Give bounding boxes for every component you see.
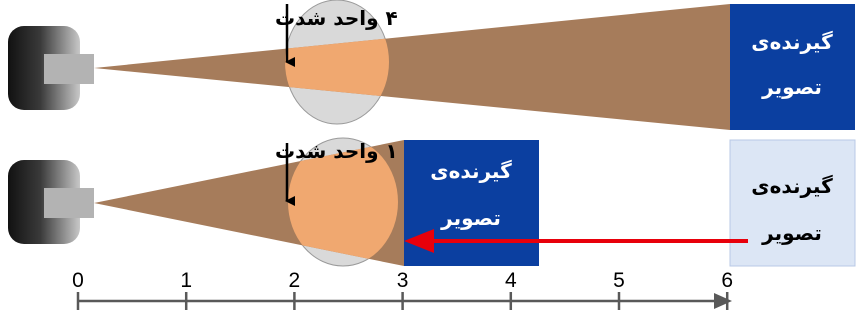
axis-arrowhead: [714, 293, 732, 309]
axis-tick-label: 1: [180, 269, 192, 292]
top-intensity-label: ۴ واحد شدت: [275, 6, 398, 30]
top-image-receiver: [730, 4, 855, 130]
axis-tick-label: 0: [72, 269, 84, 292]
axis-tick-label: 3: [397, 269, 409, 292]
ghost-image-receiver: [729, 139, 856, 267]
ghost-receiver-label-1: گیرنده‌ی: [751, 174, 833, 198]
distance-axis: 0 1 2 3 4 5 6: [72, 269, 733, 310]
axis-tick-label: 2: [289, 269, 301, 292]
bottom-lens-overlap: [288, 140, 398, 266]
axis-tick-label: 6: [721, 269, 733, 292]
axis-tick-label: 4: [505, 269, 517, 292]
bottom-receiver-label-2: تصویر: [440, 206, 501, 230]
top-light-source: [8, 26, 94, 110]
axis-tick-label: 5: [613, 269, 625, 292]
bottom-row: گیرنده‌ی تصویر گیرنده‌ی تصویر ۱ واحد شدت: [8, 137, 856, 267]
top-beam: [94, 4, 730, 130]
axis-ticks: 0 1 2 3 4 5 6: [72, 269, 733, 310]
top-receiver-label-2: تصویر: [761, 75, 822, 99]
bottom-receiver-label-1: گیرنده‌ی: [430, 159, 512, 183]
top-row: گیرنده‌ی تصویر ۴ واحد شدت: [8, 0, 855, 130]
top-receiver-label-1: گیرنده‌ی: [751, 30, 833, 54]
ghost-receiver-label-2: تصویر: [761, 221, 822, 245]
move-receiver-arrow: [404, 229, 748, 253]
bottom-intensity-label: ۱ واحد شدت: [275, 139, 398, 163]
bottom-light-source: [8, 160, 94, 244]
